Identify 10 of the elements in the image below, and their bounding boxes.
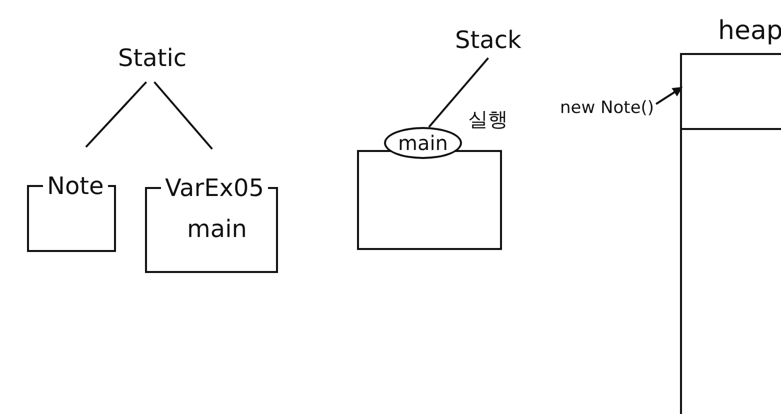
arrow [656,86,683,105]
label-text: new Note() [560,94,654,122]
connector-line [85,81,148,148]
label-text: Stack [455,26,522,54]
label-text: Static [118,44,187,72]
note-text: 실행 [468,106,508,133]
connector-line [154,81,213,150]
connector-line [428,57,489,128]
method-label: main [187,215,247,243]
method-label: main [398,130,448,157]
